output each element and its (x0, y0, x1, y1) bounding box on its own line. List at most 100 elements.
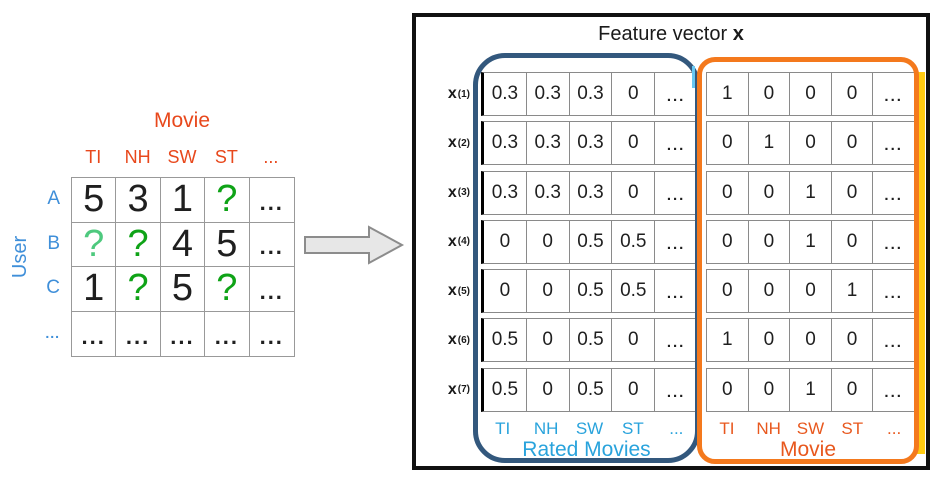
movie-cell: 0 (707, 122, 749, 165)
movie-cell: 0 (832, 319, 874, 362)
matrix-cell: ? (116, 267, 161, 312)
matrix-cell: ... (72, 311, 117, 356)
feature-row-labels: x(1)x(2)x(3)x(4)x(5)x(6)x(7) (418, 72, 470, 412)
movie-cell: 0 (749, 270, 791, 313)
movie-cell: 1 (832, 270, 874, 313)
matrix-cell: ? (72, 222, 117, 267)
movie-cell: 1 (707, 73, 749, 115)
movie-cell: 0 (832, 122, 874, 165)
matrix-cell: 4 (160, 222, 206, 267)
movie-cell: ... (884, 235, 903, 253)
rated-movies-footer-label: ... (669, 419, 684, 438)
matrix-column-header: ST (214, 147, 238, 167)
rated-movies-cell: 0.3 (484, 73, 527, 115)
matrix-cell: ? (205, 178, 250, 223)
rated-movies-cell: ... (666, 186, 686, 204)
matrix-column-header: SW (167, 147, 197, 167)
rated-movies-cell: 0.3 (484, 171, 527, 214)
feature-row-label: x(7) (447, 380, 470, 398)
transform-arrow-icon (303, 224, 405, 271)
matrix-cell: 5 (160, 267, 206, 312)
rated-movies-cell: 0.5 (570, 319, 613, 362)
cyan-accent-tick (692, 66, 695, 88)
movie-cell: ... (884, 334, 903, 352)
rated-movies-cell: 0.5 (570, 368, 613, 411)
matrix-row-header: C (46, 277, 60, 299)
movie-cell: 0 (832, 73, 874, 115)
rated-movies-cell: ... (666, 383, 686, 401)
rated-movies-cell: 0.3 (527, 171, 570, 214)
movie-cell: 0 (832, 220, 874, 263)
movie-cell: 0 (790, 319, 832, 362)
movie-footer-label: NH (756, 419, 781, 438)
rated-movies-cell: ... (666, 235, 686, 253)
rated-movies-cell: 0.5 (570, 220, 613, 263)
feature-vector-title-x: x (732, 23, 744, 45)
rated-movies-cell: 0.5 (612, 220, 656, 263)
matrix-cell: ... (259, 323, 284, 349)
matrix-cell: ... (249, 178, 294, 223)
movie-cell: 1 (707, 319, 749, 362)
rated-movies-cell: 0 (484, 220, 527, 263)
rated-movies-cell: ... (666, 334, 686, 352)
rated-movies-cell: 0.3 (570, 122, 613, 165)
matrix-cell: ... (249, 223, 294, 267)
movie-cell: 0 (707, 171, 749, 214)
matrix-row-header: A (47, 188, 60, 210)
matrix-cell: 5 (72, 178, 117, 223)
rated-movies-cell: 0 (612, 122, 656, 165)
feature-row-label: x(1) (447, 85, 470, 102)
feature-vector-panel: Feature vector x x(1)x(2)x(3)x(4)x(5)x(6… (412, 13, 930, 470)
matrix-row-header: B (47, 232, 60, 254)
feature-row-label: x(4) (447, 232, 470, 250)
matrix-cell: ... (161, 311, 206, 356)
rated-movies-cell: 0 (527, 368, 570, 411)
yellow-accent-strip (917, 72, 925, 454)
movie-cell: ... (884, 186, 903, 204)
rated-movies-cell: 0.3 (527, 122, 570, 165)
rated-movies-footer-label: NH (533, 419, 559, 438)
rated-movies-footer-label: TI (495, 419, 511, 438)
movie-outline (697, 57, 919, 464)
matrix-cell: 1 (72, 267, 117, 312)
rated-movies-cell: 0.3 (527, 73, 570, 115)
matrix-column-header: NH (124, 147, 151, 167)
rated-movies-cell: 0 (612, 319, 656, 362)
rated-movies-cell: 0 (612, 368, 656, 411)
rated-movies-cell: ... (666, 285, 686, 303)
movie-cell: 0 (749, 171, 791, 214)
rated-movies-cell: 0 (527, 319, 570, 362)
matrix-row-header: ... (45, 324, 60, 341)
movie-cell: 0 (790, 270, 832, 313)
movie-cell: ... (884, 88, 903, 105)
rated-movies-cell: 0 (484, 270, 527, 313)
movie-cell: 0 (790, 122, 832, 165)
rated-movies-cell: 0.5 (484, 319, 527, 362)
movie-cell: 0 (707, 220, 749, 263)
movie-cell: 0 (749, 368, 791, 411)
matrix-cell: 1 (160, 178, 206, 223)
rated-movies-cell: 0.3 (484, 122, 527, 165)
feature-row-label: x(2) (447, 134, 470, 152)
rated-movies-footer-label: ST (622, 419, 644, 438)
matrix-column-header: TI (85, 147, 102, 167)
rated-movies-cell: 0 (527, 270, 570, 313)
movie-cell: ... (884, 383, 903, 401)
movie-cell: 1 (790, 368, 832, 411)
matrix-cell: ... (116, 311, 161, 356)
